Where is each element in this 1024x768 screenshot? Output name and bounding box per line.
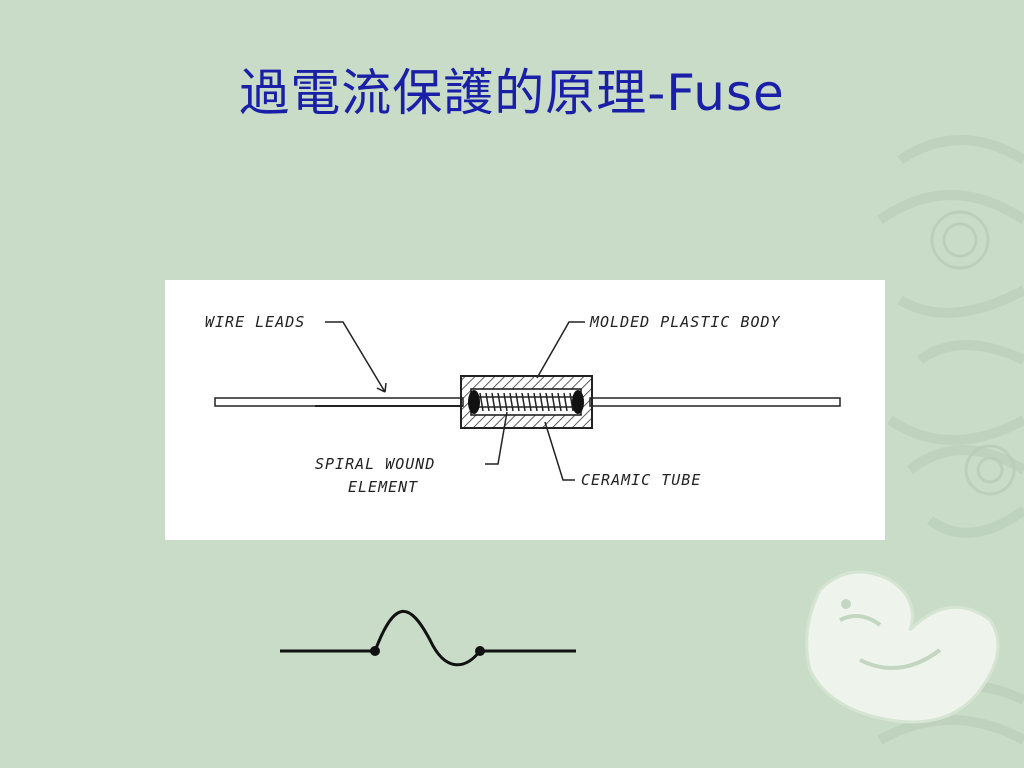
spiral-wound-element [477,392,575,412]
symbol-left-terminal [370,646,380,656]
left-end-cap [468,390,480,414]
label-ceramic-tube: CERAMIC TUBE [581,471,701,489]
left-wire-lead [214,397,464,407]
symbol-right-terminal [475,646,485,656]
symbol-fuse-wave [373,609,482,667]
jade-dragon-ornament [805,570,1000,724]
fuse-cutaway-svg: WIRE LEADS MOLDED PLASTIC BODY SPIRAL WO… [205,313,841,496]
label-element: ELEMENT [348,478,418,496]
right-wire-lead [589,397,841,407]
fuse-cutaway-diagram: WIRE LEADS MOLDED PLASTIC BODY SPIRAL WO… [165,280,885,540]
label-molded-plastic-body: MOLDED PLASTIC BODY [589,313,781,331]
label-wire-leads: WIRE LEADS [205,313,305,331]
slide-title: 過電流保護的原理-Fuse [239,64,785,122]
right-end-cap [572,390,584,414]
label-spiral-wound: SPIRAL WOUND [315,455,435,473]
fuse-schematic-symbol [280,609,576,667]
